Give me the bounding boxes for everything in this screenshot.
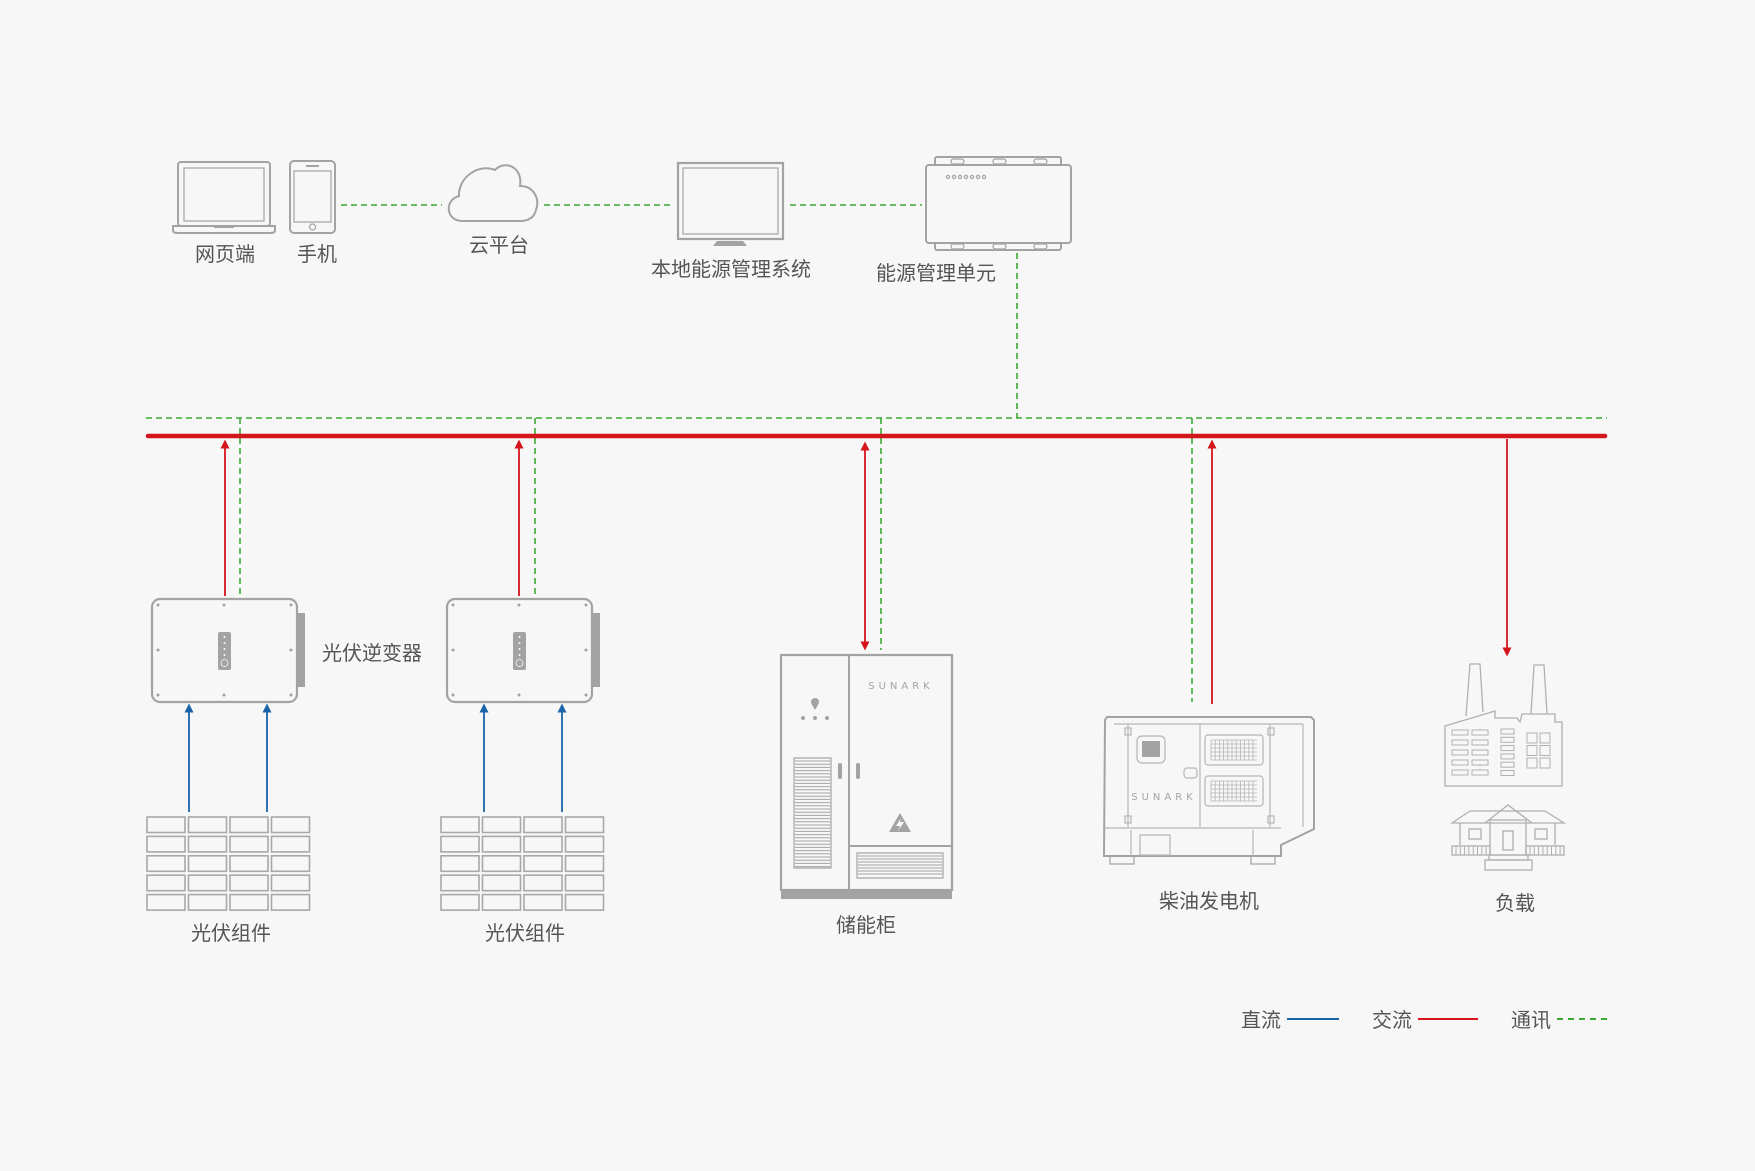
factory-window [1500,753,1515,760]
factory-window [1451,759,1469,766]
legend-dc-label: 直流 [1241,1008,1281,1032]
solar-panel-cell [440,874,480,892]
solar-panel-cell [187,816,228,834]
solar-panel-cell [523,893,563,911]
laptop-icon [172,161,276,234]
label-inverter: 光伏逆变器 [322,641,422,665]
factory-window [1526,732,1538,744]
label-web: 网页端 [195,242,255,266]
generator-brand: SUNARK [1131,792,1197,803]
solar-panel-cell [523,874,563,892]
solar-panel-cell [564,893,605,911]
smartphone-icon [289,160,336,234]
factory-window [1471,769,1489,776]
solar-panel-cell [481,816,522,834]
solar-panel-cell [564,816,605,834]
solar-panel-cell [270,816,311,834]
label-cloud: 云平台 [469,233,529,257]
factory-window [1539,745,1551,756]
diesel-generator-icon [1102,716,1315,865]
factory-window [1451,749,1469,756]
solar-panel-cell [146,835,186,853]
factory-window [1526,757,1538,769]
legend-ac-line [1418,1017,1478,1020]
solar-panel-cell [146,854,186,873]
controller-box-icon [925,156,1072,251]
inverter-icon-2 [445,597,600,704]
factory-window [1539,757,1551,769]
solar-panel-cell [146,816,186,834]
solar-panel-cell [270,835,311,853]
monitor-icon [676,161,785,246]
inverter-icon-1 [150,597,305,704]
solar-panel-cell [481,893,522,911]
solar-panel-cell [270,854,311,873]
factory-window [1471,759,1489,766]
legend-dc: 直流 [1241,1004,1339,1033]
label-pv1: 光伏组件 [191,921,271,945]
solar-panel-cell [523,854,563,873]
solar-panel-cell [564,854,605,873]
solar-panel-cell [523,835,563,853]
legend-comm: 通讯 [1511,1004,1607,1033]
storage-cabinet-icon [779,653,954,899]
solar-panel-cell [187,893,228,911]
solar-panel-cell [481,835,522,853]
solar-panel-cell [146,874,186,892]
factory-house-icon [1444,663,1567,871]
solar-panel-cell [229,893,269,911]
label-generator: 柴油发电机 [1159,889,1259,913]
label-pv2: 光伏组件 [485,921,565,945]
solar-panel-cell [564,874,605,892]
solar-panel-cell [440,816,480,834]
legend-comm-label: 通讯 [1511,1008,1551,1032]
label-phone: 手机 [297,242,337,266]
label-local-ems: 本地能源管理系统 [651,257,811,281]
factory-window [1500,736,1515,743]
solar-panel-grid-icon-1 [146,816,311,911]
factory-window [1500,761,1515,768]
legend-ac-label: 交流 [1372,1008,1412,1032]
factory-window [1451,729,1469,736]
solar-panel-cell [146,893,186,911]
solar-panel-cell [187,835,228,853]
label-storage: 储能柜 [836,913,896,937]
label-load: 负载 [1495,891,1535,915]
factory-window [1451,739,1469,746]
solar-panel-grid-icon-2 [440,816,605,911]
factory-window [1500,770,1515,776]
solar-panel-cell [564,835,605,853]
solar-panel-cell [481,874,522,892]
solar-panel-cell [187,854,228,873]
label-emu: 能源管理单元 [876,261,996,285]
legend-comm-line [1557,1017,1607,1020]
solar-panel-cell [270,893,311,911]
solar-panel-cell [229,854,269,873]
factory-window [1500,745,1515,752]
solar-panel-cell [229,874,269,892]
solar-panel-cell [440,854,480,873]
factory-window [1539,732,1551,744]
solar-panel-cell [523,816,563,834]
solar-panel-cell [187,874,228,892]
solar-panel-cell [270,874,311,892]
storage-brand: SUNARK [868,681,934,692]
solar-panel-cell [229,816,269,834]
solar-panel-cell [229,835,269,853]
solar-panel-cell [440,893,480,911]
legend-ac: 交流 [1372,1004,1478,1033]
factory-window [1471,749,1489,756]
factory-window [1451,769,1469,776]
legend-dc-line [1287,1017,1339,1020]
factory-window [1471,729,1489,736]
factory-window [1500,728,1515,735]
factory-window [1471,739,1489,746]
cloud-icon [447,164,539,222]
solar-panel-cell [440,835,480,853]
solar-panel-cell [481,854,522,873]
factory-window [1526,745,1538,756]
